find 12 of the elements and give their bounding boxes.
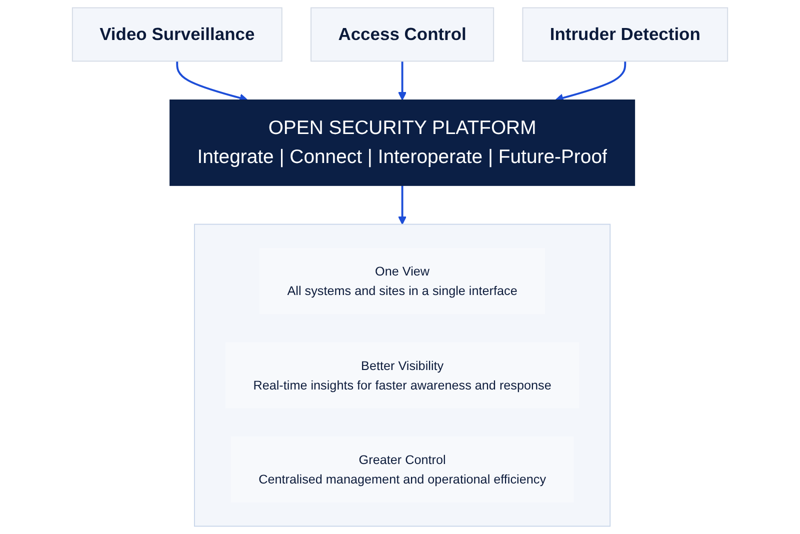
node-text: Greater Control Centralised management and operational efficiency bbox=[258, 452, 546, 486]
node-box: Access Control bbox=[310, 7, 494, 62]
arrow bbox=[555, 61, 626, 102]
node-box: OPEN SECURITY PLATFORM Integrate | Connect | Interoperate | Future-Proof bbox=[170, 100, 636, 186]
arrow bbox=[398, 61, 407, 100]
node-text: One View All systems and sites in a single interface bbox=[287, 264, 518, 298]
node-box: Intruder Detection bbox=[522, 7, 728, 62]
cluster bbox=[194, 224, 611, 527]
node-text: Better Visibility Real-time insights for faster awareness and response bbox=[253, 358, 552, 392]
arrow bbox=[398, 185, 407, 225]
node-box: Video Surveillance bbox=[72, 7, 282, 62]
arrow bbox=[176, 61, 248, 102]
